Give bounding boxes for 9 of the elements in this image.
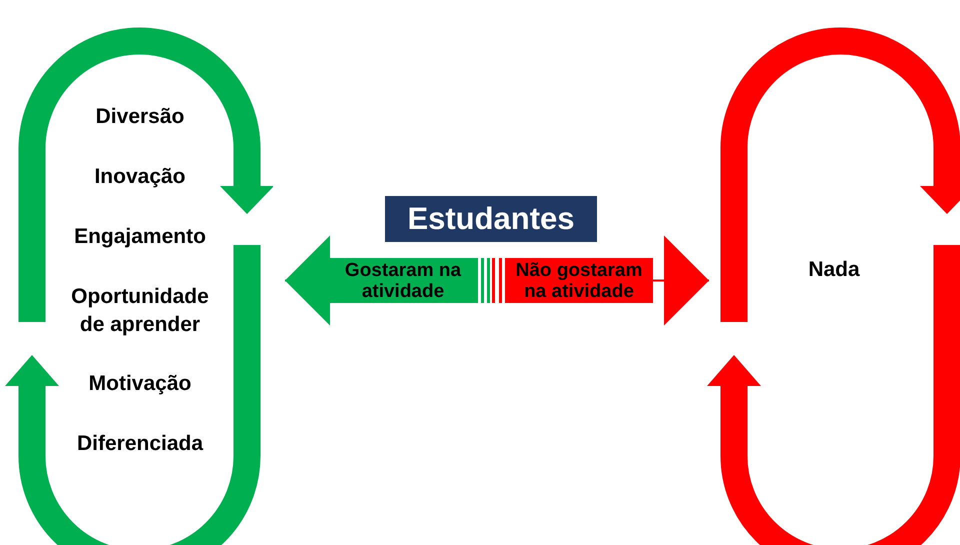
cycle-item-text: Oportunidade de aprender <box>70 284 210 338</box>
cycle-item-text: Diversão <box>94 104 186 130</box>
cycle-item-text: Motivação <box>88 371 192 397</box>
cycle-item-text: Nada <box>807 257 861 283</box>
arrow-label: Não gostaram na atividade <box>514 260 644 302</box>
arrow-label: Gostaram na atividade <box>344 260 462 302</box>
cycle-item-text: Inovação <box>93 164 187 190</box>
cycle-item-text: Engajamento <box>73 224 207 250</box>
cycle-item-text: Diferenciada <box>76 431 204 457</box>
